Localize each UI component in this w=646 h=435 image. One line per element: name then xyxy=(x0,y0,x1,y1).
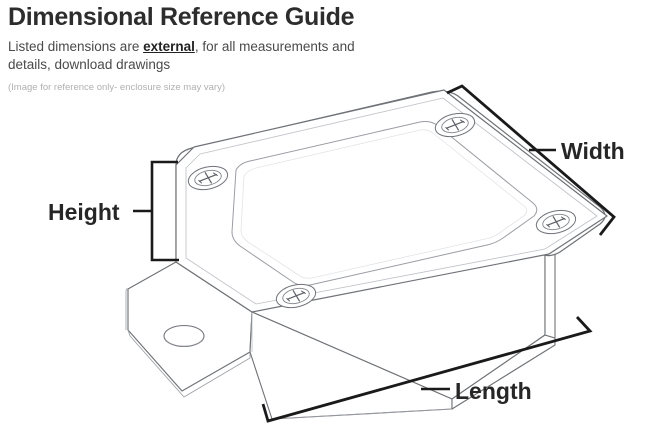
subtitle-emphasis-external: external xyxy=(143,39,195,54)
page-title: Dimensional Reference Guide xyxy=(8,3,355,31)
enclosure-lid xyxy=(175,89,608,313)
subtitle-lead: Listed dimensions are xyxy=(8,39,144,54)
width-label: Width xyxy=(561,138,625,164)
header-block: Dimensional Reference Guide Listed dimen… xyxy=(8,2,568,94)
length-label: Length xyxy=(455,378,532,404)
mounting-hole xyxy=(163,324,205,348)
length-dimension: Length xyxy=(261,316,593,423)
height-label: Height xyxy=(48,199,120,225)
width-dimension: Width xyxy=(446,84,625,236)
subtitle-tail: , for all measurements and details, down… xyxy=(8,39,355,72)
disclaimer-text: (Image for reference only- enclosure siz… xyxy=(8,82,225,93)
subtitle-text: Listed dimensions are external, for all … xyxy=(8,38,368,74)
height-dimension: Height xyxy=(48,160,179,262)
